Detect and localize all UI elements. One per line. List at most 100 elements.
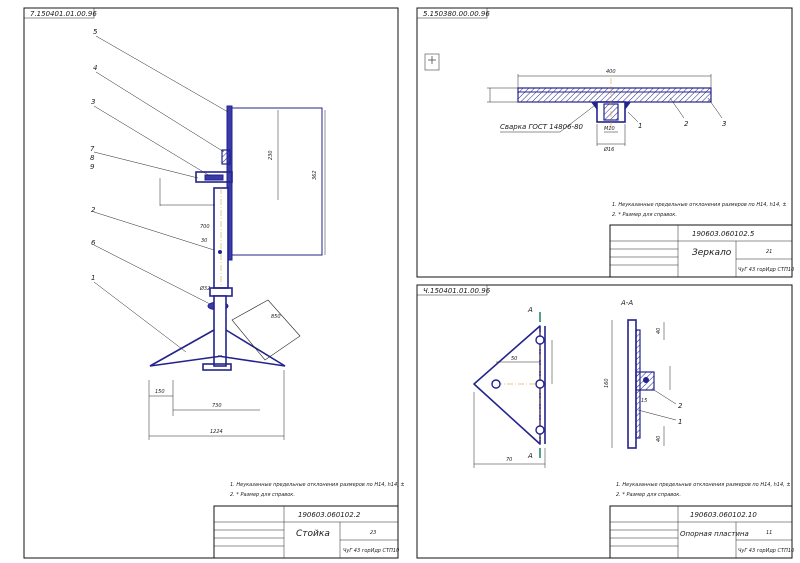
mirror-title-block-frame: [609, 224, 793, 278]
stand-mirror-outline: [228, 107, 323, 256]
stand-title-block: 190603.060102.2 Стойка 23 ЧуГ 43 горИдр …: [213, 505, 399, 559]
stand-doc-code: 190603.060102.2: [298, 511, 361, 519]
stand-lower-tube: [213, 295, 227, 367]
stand-foot: [202, 363, 232, 371]
mirror-leader-3: [707, 97, 723, 119]
plate-dim-50: 50: [511, 356, 517, 362]
mirror-weld-label: Сварка ГОСТ 14806-80: [500, 123, 584, 131]
stand-leader-5: [95, 35, 229, 113]
sheet-plate-stamp-box: [416, 284, 488, 296]
stand-hinge-block: [221, 149, 231, 165]
plate-dim-160: 160: [604, 378, 610, 388]
stand-sheet-num: 23: [370, 530, 376, 536]
stand-dim-150: 150: [155, 389, 165, 395]
sheet-mirror: 5.150380.00.00.96 400 M10 Ø16 Сварка ГОС…: [416, 7, 794, 278]
stand-dim-362: 362: [312, 170, 318, 180]
stand-callout-8: 8: [90, 154, 95, 162]
mirror-note-2: 2. * Размер для справок.: [612, 212, 677, 218]
stand-callouts: 5 4 3 7 8 9 2 6 1: [90, 28, 229, 353]
stand-dim-730: 730: [212, 403, 222, 409]
stand-dim-32: Ø32: [199, 285, 210, 292]
mirror-part-name: Зеркало: [692, 248, 732, 258]
sheet-stand-frame: [23, 7, 399, 559]
mirror-doc-code: 190603.060102.5: [692, 230, 755, 238]
sheet-plate-stamp: Ч.150401.01.00.96: [423, 287, 491, 295]
plate-section-body: [627, 319, 637, 449]
mirror-weld-right: [625, 102, 631, 110]
plate-title-block-frame: [609, 505, 793, 559]
stand-note-1: 1. Неуказанные предельные отклонения раз…: [230, 482, 405, 488]
plate-part-name: Опорная пластина: [680, 530, 749, 538]
stand-leader-4: [95, 71, 225, 153]
stand-dim-30: 30: [201, 238, 207, 244]
plate-note-2: 2. * Размер для справок.: [616, 492, 681, 498]
stand-leader-1: [93, 281, 187, 353]
stand-leader-7: [93, 151, 199, 179]
mirror-leader-2: [669, 97, 685, 119]
mirror-callout-1: 1: [638, 122, 642, 130]
sheet-mirror-stamp: 5.150380.00.00.96: [423, 10, 490, 18]
mirror-plate: [517, 87, 712, 103]
mirror-dim-m10: M10: [604, 126, 615, 132]
sheet-stand-stamp: 7.150401.01.00.96: [30, 10, 97, 18]
stand-callout-2: 2: [91, 206, 96, 214]
mirror-dim-400: 400: [606, 69, 616, 75]
stand-callout-6: 6: [91, 239, 96, 247]
stand-leg-dimension-box: [231, 299, 301, 361]
stand-dim-850: 850: [271, 314, 281, 320]
sheet-mirror-frame: [416, 7, 793, 278]
mirror-weld-leader: [559, 105, 595, 133]
plate-sheet-num: 11: [766, 530, 772, 536]
stand-callout-1: 1: [91, 274, 95, 282]
plate-org: ЧуГ 43 горИдр СТП10: [738, 548, 794, 554]
stand-mirror-plate: [226, 105, 233, 261]
stand-leg-left: [149, 329, 223, 367]
plate-section-bolt: [643, 377, 649, 383]
plate-dim-15: 15: [641, 398, 647, 404]
stand-part-name: Стойка: [296, 529, 330, 539]
stand-clamp: [209, 287, 233, 297]
plate-note-1: 1. Неуказанные предельные отклонения раз…: [616, 482, 791, 488]
mirror-callout-2: 2: [684, 120, 689, 128]
mirror-org: ЧуГ 43 горИдр СТП10: [738, 267, 794, 273]
plate-section-label: А-А: [620, 299, 633, 307]
plate-dim-70: 70: [506, 457, 512, 463]
mirror-note-1: 1. Неуказанные предельные отклонения раз…: [612, 202, 787, 208]
stand-callout-9: 9: [90, 163, 95, 171]
stand-pole-bolt: [218, 250, 222, 254]
mirror-sheet-num: 21: [766, 249, 772, 255]
stand-callout-7: 7: [90, 145, 95, 153]
plate-leader-1: [637, 409, 677, 421]
sheet-mirror-stamp-box: [416, 7, 488, 19]
stand-dim-230: 230: [268, 150, 274, 160]
plate-hole-bottom: [535, 425, 545, 435]
mirror-callout-3: 3: [722, 120, 726, 128]
plate-section-mark-bottom: A: [527, 452, 533, 460]
stand-note-2: 2. * Размер для справок.: [230, 492, 295, 498]
plate-dim-40-top: 40: [656, 328, 662, 334]
plate-leader-2: [653, 389, 677, 405]
stand-dim-700: 700: [200, 224, 210, 230]
mirror-leader-1: [627, 111, 639, 123]
stand-title-block-frame: [213, 505, 399, 559]
sheet-stand: 7.150401.01.00.96 850 362 230 700 30 Ø32: [23, 7, 405, 559]
stand-leg-right: [217, 329, 286, 367]
stand-leader-2: [93, 211, 215, 251]
sheet-stand-stamp-box: [23, 7, 95, 19]
plate-hole-top: [535, 335, 545, 345]
stand-leader-3: [93, 105, 211, 177]
plate-dim-40-bottom: 40: [656, 436, 662, 442]
stand-callout-5: 5: [93, 28, 98, 36]
plate-triangle: [473, 325, 541, 445]
plate-callout-1: 1: [678, 418, 682, 426]
sheet-plate: Ч.150401.01.00.96 A A 50 70 А-А 160 40: [416, 284, 794, 559]
stand-bracket-fill: [204, 174, 224, 181]
stand-org: ЧуГ 43 горИдр СТП10: [343, 548, 399, 554]
plate-callout-2: 2: [678, 402, 683, 410]
mirror-dim-w16: Ø16: [603, 146, 614, 153]
sheet-plate-frame: [416, 284, 793, 559]
stand-callout-4: 4: [93, 64, 97, 72]
plate-hole-left: [491, 379, 501, 389]
mirror-title-block: 190603.060102.5 Зеркало 21 ЧуГ 43 горИдр…: [609, 224, 794, 278]
